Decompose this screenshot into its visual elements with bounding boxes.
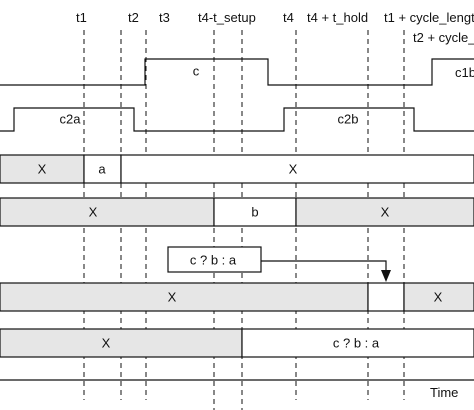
signal-row-2 bbox=[0, 197, 474, 227]
clock-c-waveform bbox=[0, 58, 474, 86]
row1-a-label: a bbox=[98, 161, 106, 176]
row4-result-label: c ? b : a bbox=[333, 335, 380, 350]
row4-unknown bbox=[0, 328, 243, 358]
clock-c2-waveform bbox=[0, 107, 474, 132]
clock-c2b-label: c2b bbox=[338, 111, 359, 126]
clock-c-label: c bbox=[193, 63, 200, 78]
row1-x-label-1: X bbox=[38, 161, 47, 176]
clock-c2a-label: c2a bbox=[60, 111, 82, 126]
row3-value bbox=[367, 282, 405, 312]
row4-result bbox=[241, 328, 474, 358]
row1-x-label-2: X bbox=[289, 161, 298, 176]
row3-x-label-1: X bbox=[168, 289, 177, 304]
signal-row-1 bbox=[0, 154, 474, 184]
mux-arrow-head bbox=[381, 270, 391, 282]
row3-unknown-1 bbox=[0, 282, 369, 312]
row2-unknown-1 bbox=[0, 197, 215, 227]
signal-row-3 bbox=[0, 282, 474, 312]
time-label-t1-cycle: t1 + cycle_length bbox=[384, 10, 474, 25]
row2-b-label: b bbox=[251, 204, 258, 219]
clock-c1-label: c1b bbox=[455, 65, 474, 80]
mux-box bbox=[167, 246, 262, 273]
time-label-t1: t1 bbox=[76, 10, 87, 25]
time-label-t4-hold: t4 + t_hold bbox=[307, 10, 368, 25]
row2-x-label-2: X bbox=[381, 204, 390, 219]
row2-value-b bbox=[213, 197, 297, 227]
row3-unknown-2 bbox=[403, 282, 474, 312]
row2-unknown-2 bbox=[295, 197, 474, 227]
row4-x-label: X bbox=[102, 335, 111, 350]
time-label-t4: t4 bbox=[283, 10, 294, 25]
row1-value-a bbox=[83, 154, 122, 184]
time-label-t4-setup: t4-t_setup bbox=[198, 10, 256, 25]
mux-box-label: c ? b : a bbox=[190, 252, 237, 267]
signal-row-4 bbox=[0, 328, 474, 358]
time-label-t2: t2 bbox=[128, 10, 139, 25]
row2-x-label-1: X bbox=[89, 204, 98, 219]
row1-unknown-2 bbox=[120, 154, 474, 184]
time-label-t3: t3 bbox=[159, 10, 170, 25]
time-axis-label: Time bbox=[430, 385, 458, 400]
time-label-t2-cycle: t2 + cycle_length bbox=[413, 30, 474, 45]
mux-arrow-line bbox=[261, 260, 387, 272]
row3-x-label-2: X bbox=[434, 289, 443, 304]
